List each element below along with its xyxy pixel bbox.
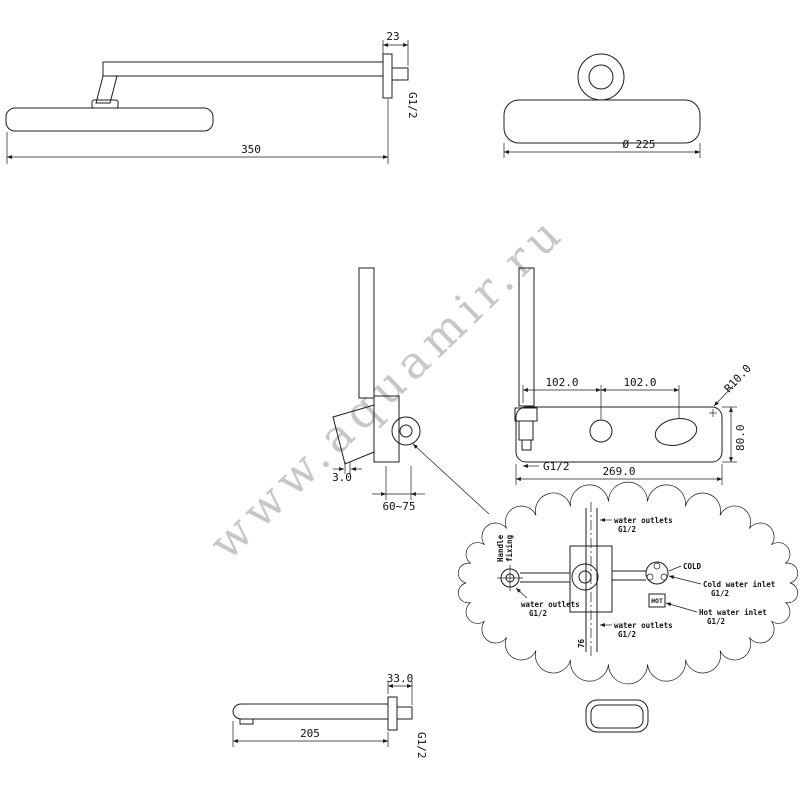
dimension-80: 80.0 [722, 406, 747, 463]
handle-note: Handle [496, 534, 505, 562]
spout-side-view: 33.0 205 G1/2 [232, 672, 428, 759]
handle-note: fixing [505, 534, 514, 562]
dim-label: 23 [386, 30, 399, 43]
mixer-side-view: 3.0 60~75 [332, 267, 490, 515]
wall-flange-outline [387, 696, 398, 731]
aerator-outline [239, 718, 254, 725]
escutcheon-outer [585, 699, 649, 733]
spout-top-view [585, 699, 649, 733]
ball-joint-nut [91, 99, 119, 109]
valve-port-inner [399, 424, 413, 438]
dimension-33: 33.0 [387, 672, 414, 705]
outlet-label: water outlets [614, 516, 673, 525]
dimension-269: 269.0 [515, 464, 723, 485]
dim-label: 33.0 [387, 672, 414, 685]
thread-label: G1/2 [618, 525, 636, 534]
cold-inlet-port [645, 561, 669, 585]
elbow-body [518, 420, 534, 441]
dim-label: 60~75 [382, 500, 415, 513]
escutcheon-inner [590, 704, 644, 729]
dimension-3: 3.0 [332, 462, 362, 484]
wall-flange-outline [382, 53, 393, 99]
thread-label: G1/2 [711, 589, 729, 598]
hot-tag: HOT [651, 597, 663, 605]
outlet-left-callout: water outlets G1/2 [515, 587, 580, 618]
thread-label: G1/2 [618, 630, 636, 639]
dimension-205: 205 [232, 721, 389, 747]
hot-inlet-port [648, 593, 666, 608]
thread-label: G1/2 [406, 92, 419, 119]
valve-block-outline [569, 545, 613, 613]
hot-inlet-label: Hot water inlet [699, 608, 767, 617]
cartridge-port [589, 419, 613, 443]
port-hole [646, 573, 654, 581]
mount-ring-outer [577, 53, 625, 101]
dimension-350: 350 [6, 99, 389, 164]
dim-label: 102.0 [623, 376, 656, 389]
outlet-label: water outlets [614, 621, 673, 630]
dim-label: 3.0 [332, 471, 352, 484]
arm-elbow-joint [95, 75, 118, 104]
elbow-outlet [521, 439, 532, 451]
port-hole [653, 562, 661, 570]
dimension-23: 23 [382, 30, 409, 66]
dimension-102-right: 102.0 [601, 376, 680, 418]
trim-plate-outline [515, 406, 723, 463]
cartridge-inner [578, 570, 592, 584]
leader-line [665, 602, 698, 613]
dim-label: 80.0 [734, 425, 747, 452]
dimension-diameter: Ø 225 [503, 138, 701, 158]
thread-callout: G1/2 [523, 460, 570, 473]
shower-arm-side-view: 23 G1/2 350 [5, 30, 419, 164]
cold-tag: COLD [683, 562, 702, 571]
mixer-front-view: 102.0 102.0 R10.0 80.0 G1/2 269.0 [514, 267, 754, 485]
dim-label: Ø 225 [622, 138, 655, 151]
cartridge-outer [571, 563, 599, 591]
thread-stub-outline [391, 67, 409, 81]
detail-cloud-outline [457, 481, 799, 685]
riser-pipe-outline [518, 267, 535, 407]
port-hole [660, 573, 668, 581]
handle-outline [654, 418, 698, 446]
leader-line [515, 587, 528, 599]
shower-head-outline [5, 107, 214, 132]
dim-label: R10.0 [722, 362, 754, 395]
thread-label: G1/2 [707, 617, 725, 626]
spout-body-outline [232, 703, 388, 720]
cold-inlet-callout: COLD Cold water inlet G1/2 [668, 562, 775, 598]
leader-line [668, 565, 682, 572]
hot-inlet-callout: HOT Hot water inlet G1/2 [651, 597, 767, 626]
pipe-note: 76 [577, 638, 586, 648]
dimension-radius: R10.0 [713, 362, 754, 407]
leader-line [713, 385, 734, 407]
detail-callout-leader [412, 443, 490, 515]
dimension-102-left: 102.0 [522, 376, 602, 419]
valve-detail-view: water outlets G1/2 water outlets G1/2 wa… [457, 481, 799, 685]
dim-label: 350 [241, 143, 261, 156]
thread-label: G1/2 [543, 460, 570, 473]
head-plate-outline [503, 99, 701, 144]
thread-label: G1/2 [415, 732, 428, 759]
outlet-label: water outlets [521, 600, 580, 609]
leader-line [668, 575, 702, 585]
dimension-depth: 60~75 [372, 466, 425, 513]
dim-label: 269.0 [602, 465, 635, 478]
valve-port-outer [391, 416, 421, 446]
cold-inlet-label: Cold water inlet [703, 580, 775, 589]
shower-head-top-view: Ø 225 [503, 53, 701, 158]
thread-stub-outline [396, 706, 413, 720]
dim-label: 102.0 [545, 376, 578, 389]
arm-outline [102, 61, 384, 77]
dim-label: 205 [300, 727, 320, 740]
handle-lever-outline [332, 404, 375, 465]
outlet-bottom-callout: water outlets G1/2 [600, 621, 673, 639]
outlet-top-callout: water outlets G1/2 [600, 516, 673, 534]
mount-ring-inner [588, 64, 614, 90]
riser-pipe-outline [358, 267, 375, 399]
thread-label: G1/2 [529, 609, 547, 618]
